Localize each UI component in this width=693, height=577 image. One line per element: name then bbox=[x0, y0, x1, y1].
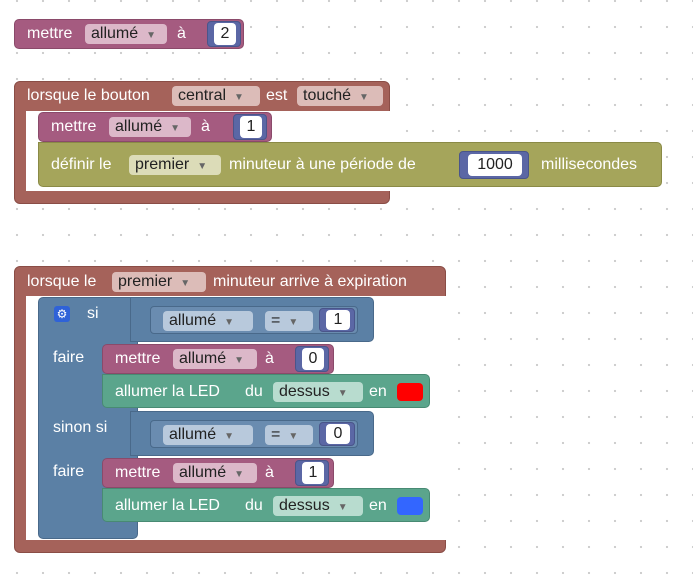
number-block[interactable]: 2 bbox=[207, 21, 241, 47]
of-label: du bbox=[245, 497, 263, 514]
gear-icon[interactable]: ⚙ bbox=[54, 306, 70, 322]
is-label: est bbox=[266, 87, 288, 104]
variable-name: allumé bbox=[179, 464, 227, 481]
timer-dropdown[interactable]: premier ▼ bbox=[112, 272, 206, 292]
operator: = bbox=[271, 426, 281, 443]
to-label: à bbox=[177, 25, 186, 42]
set-label: mettre bbox=[115, 464, 161, 481]
in-label: en bbox=[369, 383, 387, 400]
number-value[interactable]: 1 bbox=[326, 310, 350, 330]
chevron-down-icon: ▼ bbox=[224, 317, 235, 328]
chevron-down-icon: ▼ bbox=[234, 92, 244, 103]
color-swatch[interactable] bbox=[397, 383, 423, 401]
when-timer-label: lorsque le bbox=[27, 273, 97, 290]
set-label: mettre bbox=[115, 350, 161, 367]
number-value[interactable]: 1 bbox=[302, 462, 324, 484]
if-else-block[interactable]: ⚙ si faire sinon si faire bbox=[38, 297, 138, 539]
number-value[interactable]: 1 bbox=[240, 116, 262, 138]
number-block[interactable]: 1000 bbox=[459, 151, 529, 179]
number-value[interactable]: 0 bbox=[326, 424, 350, 444]
operator: = bbox=[271, 312, 281, 329]
chevron-down-icon: ▼ bbox=[288, 431, 299, 442]
action-dropdown[interactable]: touché ▼ bbox=[297, 86, 383, 106]
number-block[interactable]: 1 bbox=[319, 308, 355, 332]
position-name: dessus bbox=[279, 497, 330, 514]
chevron-down-icon: ▼ bbox=[234, 355, 245, 366]
chevron-down-icon: ▼ bbox=[288, 317, 299, 328]
position-name: dessus bbox=[279, 383, 330, 400]
compare-block-2[interactable]: allumé▼ =▼ 0 bbox=[150, 420, 358, 448]
variable-name: allumé bbox=[169, 312, 217, 329]
variable-dropdown[interactable]: allumé ▼ bbox=[85, 24, 167, 44]
do-label-1: faire bbox=[53, 349, 85, 366]
set-variable-block-4[interactable]: mettre allumé ▼ à 1 bbox=[102, 458, 334, 488]
color-swatch[interactable] bbox=[397, 497, 423, 515]
when-button-label: lorsque le bouton bbox=[27, 87, 150, 104]
chevron-down-icon: ▼ bbox=[337, 388, 348, 399]
chevron-down-icon: ▼ bbox=[146, 30, 157, 41]
ms-unit-label: millisecondes bbox=[541, 156, 638, 173]
ms-value[interactable]: 1000 bbox=[468, 154, 522, 176]
number-block[interactable]: 1 bbox=[233, 114, 267, 140]
led-block-2[interactable]: allumer la LED du dessus ▼ en bbox=[102, 488, 430, 522]
variable-dropdown[interactable]: allumé ▼ bbox=[109, 117, 191, 137]
chevron-down-icon: ▼ bbox=[197, 161, 208, 172]
button-name: central bbox=[178, 87, 227, 104]
variable-dropdown[interactable]: allumé ▼ bbox=[173, 349, 257, 369]
variable-name: allumé bbox=[91, 25, 139, 42]
chevron-down-icon: ▼ bbox=[170, 123, 181, 134]
set-variable-block-1[interactable]: mettre allumé ▼ à 2 bbox=[14, 19, 244, 49]
expire-label: minuteur arrive à expiration bbox=[213, 273, 407, 290]
else-if-label: sinon si bbox=[53, 419, 108, 436]
to-label: à bbox=[265, 464, 274, 481]
timer-name: premier bbox=[135, 156, 190, 173]
number-block[interactable]: 0 bbox=[319, 422, 355, 446]
compare-block-1[interactable]: allumé▼ =▼ 1 bbox=[150, 306, 358, 334]
define-label: définir le bbox=[51, 156, 112, 173]
timer-dropdown[interactable]: premier ▼ bbox=[129, 155, 221, 175]
action-name: touché bbox=[303, 87, 352, 104]
button-dropdown[interactable]: central ▼ bbox=[172, 86, 260, 106]
chevron-down-icon: ▼ bbox=[180, 278, 191, 289]
led-label: allumer la LED bbox=[115, 497, 220, 514]
chevron-down-icon: ▼ bbox=[337, 502, 348, 513]
set-variable-block-2[interactable]: mettre allumé ▼ à 1 bbox=[38, 112, 272, 142]
led-block-1[interactable]: allumer la LED du dessus ▼ en bbox=[102, 374, 430, 408]
set-label: mettre bbox=[51, 118, 97, 135]
led-label: allumer la LED bbox=[115, 383, 220, 400]
timer-name: premier bbox=[118, 273, 173, 290]
variable-name: allumé bbox=[179, 350, 227, 367]
chevron-down-icon: ▼ bbox=[234, 469, 245, 480]
variable-name: allumé bbox=[115, 118, 163, 135]
variable-name: allumé bbox=[169, 426, 217, 443]
chevron-down-icon: ▼ bbox=[224, 431, 235, 442]
variable-dropdown[interactable]: allumé ▼ bbox=[163, 311, 253, 331]
number-value[interactable]: 2 bbox=[214, 23, 236, 45]
position-dropdown[interactable]: dessus ▼ bbox=[273, 496, 363, 516]
chevron-down-icon: ▼ bbox=[359, 92, 369, 103]
if-label: si bbox=[87, 305, 99, 322]
period-label: minuteur à une période de bbox=[229, 156, 416, 173]
of-label: du bbox=[245, 383, 263, 400]
variable-dropdown[interactable]: allumé ▼ bbox=[163, 425, 253, 445]
position-dropdown[interactable]: dessus ▼ bbox=[273, 382, 363, 402]
set-label: mettre bbox=[27, 25, 73, 42]
number-block[interactable]: 0 bbox=[295, 346, 329, 372]
operator-dropdown[interactable]: =▼ bbox=[265, 425, 313, 445]
number-block[interactable]: 1 bbox=[295, 460, 329, 486]
define-timer-block[interactable]: définir le premier ▼ minuteur à une pério… bbox=[38, 142, 662, 187]
variable-dropdown[interactable]: allumé ▼ bbox=[173, 463, 257, 483]
number-value[interactable]: 0 bbox=[302, 348, 324, 370]
to-label: à bbox=[201, 118, 210, 135]
to-label: à bbox=[265, 350, 274, 367]
operator-dropdown[interactable]: =▼ bbox=[265, 311, 313, 331]
set-variable-block-3[interactable]: mettre allumé ▼ à 0 bbox=[102, 344, 334, 374]
do-label-2: faire bbox=[53, 463, 85, 480]
in-label: en bbox=[369, 497, 387, 514]
